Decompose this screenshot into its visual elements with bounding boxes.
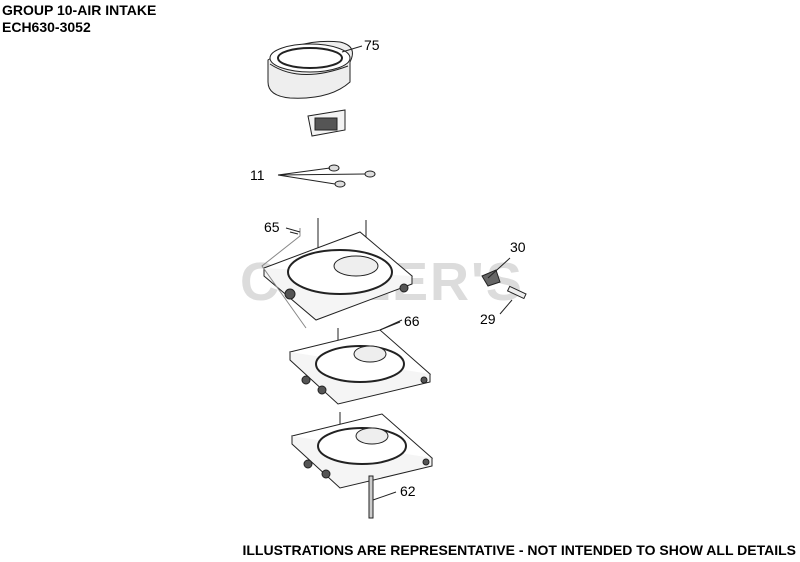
part-75-air-filter bbox=[267, 40, 353, 99]
part-30-clip bbox=[481, 257, 511, 287]
part-62-stud bbox=[368, 475, 397, 519]
callout-30: 30 bbox=[510, 239, 526, 255]
part-65-air-cleaner-base bbox=[261, 218, 413, 329]
model-number: ECH630-3052 bbox=[2, 19, 91, 35]
part-66-gasket-plate bbox=[288, 319, 432, 405]
callout-62: 62 bbox=[400, 483, 416, 499]
callout-66: 66 bbox=[404, 313, 420, 329]
callout-29: 29 bbox=[480, 311, 496, 327]
disclaimer-footer: ILLUSTRATIONS ARE REPRESENTATIVE - NOT I… bbox=[242, 542, 796, 558]
callout-75: 75 bbox=[364, 37, 380, 53]
part-11-nuts bbox=[277, 164, 376, 188]
diagram-title: GROUP 10-AIR INTAKE bbox=[2, 2, 157, 18]
filter-bracket bbox=[307, 109, 346, 137]
callout-65: 65 bbox=[264, 219, 280, 235]
lower-mounting-plate bbox=[290, 412, 434, 489]
part-29-pin bbox=[499, 285, 527, 315]
callout-11: 11 bbox=[250, 167, 265, 183]
